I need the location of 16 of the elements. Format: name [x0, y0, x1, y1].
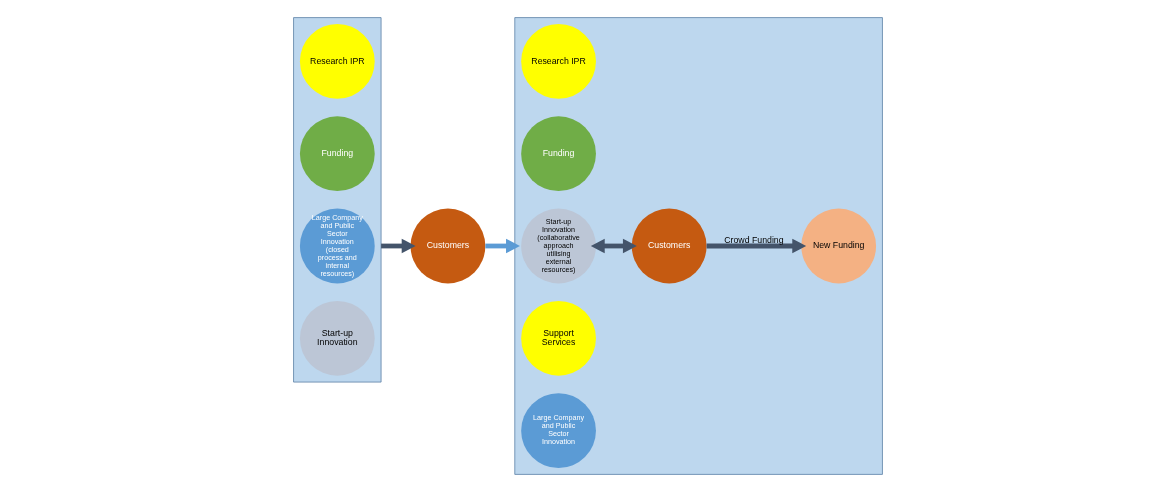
arrow [381, 238, 416, 254]
arrow [485, 238, 520, 254]
node-circle: Start-up Innovation [299, 300, 375, 376]
node-circle: Customers [631, 208, 707, 284]
node-circle: Support Services [521, 300, 596, 376]
node-circle: Funding [299, 116, 375, 192]
edge-label: Crowd Funding [724, 235, 784, 246]
arrow [590, 238, 637, 254]
node-circle: Research IPR [521, 23, 596, 99]
cluster [293, 17, 382, 383]
arrow [706, 238, 807, 254]
node-circle: Funding [521, 116, 596, 192]
node-circle: New Funding [801, 208, 877, 284]
node-circle: Research IPR [299, 23, 375, 99]
node-circle: Customers [410, 208, 486, 284]
cluster [514, 17, 883, 475]
